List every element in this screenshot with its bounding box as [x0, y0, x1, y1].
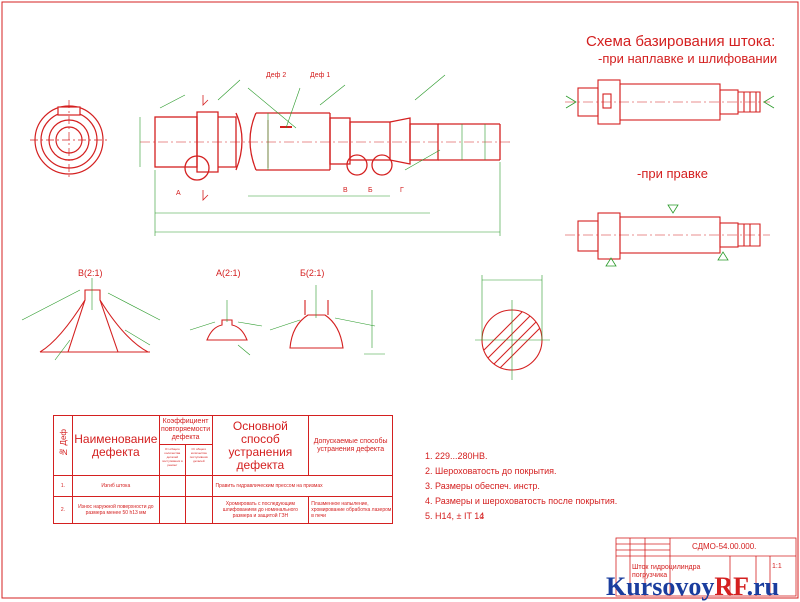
view-bb-label: Б(2:1)	[300, 268, 325, 278]
section-a-marker: А	[176, 190, 181, 197]
note-item: 5. Н14, ± IT 14	[425, 511, 485, 521]
col-allowed-methods: Допускаемые способы устранения дефекта	[308, 415, 393, 476]
table-row: 1. Изгиб штока Править гидравлическим пр…	[53, 475, 394, 497]
defect-1-label: Деф 1	[310, 72, 331, 79]
cross-section	[475, 275, 550, 380]
row-1-method: Править гидравлическим прессом на призма…	[211, 475, 394, 497]
detail-a-view	[206, 319, 248, 341]
row-1-num: 1.	[53, 475, 73, 497]
defects-table: № Деф Наименование дефекта Коэффициент п…	[53, 415, 394, 524]
scheme-view-2	[565, 212, 770, 260]
note-item: 4. Размеры и шероховатость после покрыти…	[425, 496, 618, 506]
detail-bb-view	[289, 300, 344, 349]
section-g-marker: Г	[400, 187, 404, 194]
section-b-marker: Б	[368, 187, 373, 194]
table-row: 2. Износ наружной поверхности до размера…	[53, 496, 393, 524]
note-item: 2. Шероховатость до покрытия.	[425, 466, 557, 476]
col-repeat-coefficient: Коэффициент повторяемости дефекта От общ…	[158, 415, 213, 476]
row-2-num: 2.	[53, 496, 73, 524]
row-2-allowed: Плазменное напыление, хромирование обраб…	[308, 496, 393, 524]
row-1-coef	[158, 475, 213, 497]
scheme-view-1	[565, 79, 770, 125]
row-2-method: Хромировать с последующим шлифованием до…	[211, 496, 310, 524]
section-v-marker: В	[343, 187, 348, 194]
row-2-name: Износ наружной поверхности до размера ме…	[72, 496, 160, 524]
title-block	[615, 537, 797, 597]
document-scale: 1:1	[772, 563, 782, 570]
scheme-view-2-supports	[605, 204, 729, 267]
scheme-view-1-supports	[565, 95, 775, 109]
end-view	[30, 100, 108, 180]
rod-main-view	[140, 95, 510, 201]
view-a-label: A(2:1)	[216, 268, 241, 278]
row-2-coef	[158, 496, 213, 524]
col-defect-name: Наименование дефекта	[72, 415, 160, 476]
scheme-title: Схема базирования штока:	[586, 33, 776, 50]
col-defect-number: № Деф	[53, 415, 73, 476]
site-watermark: KursovoyRF.ru	[606, 572, 780, 601]
scheme-subtitle-straightening: -при правке	[637, 166, 708, 181]
detail-b-view	[39, 289, 150, 353]
document-name: Шток гидроцилиндра погрузчика	[632, 564, 701, 579]
table-header-row: № Деф Наименование дефекта Коэффициент п…	[53, 415, 393, 476]
scheme-subtitle-welding: -при наплавке и шлифовании	[598, 51, 778, 66]
document-code: СДМО-54.00.000.	[692, 542, 757, 551]
note-item: 1. 229...280HB.	[425, 451, 488, 461]
defect-2-label: Деф 2	[266, 72, 287, 79]
note-item: 3. Размеры обеспеч. инстр.	[425, 481, 540, 491]
technical-notes: 1. 229...280HB. 2. Шероховатость до покр…	[425, 449, 617, 524]
view-b-label: B(2:1)	[78, 268, 103, 278]
rod-dimensions	[139, 74, 501, 236]
col-main-method: Основной способ устранения дефекта	[211, 415, 310, 476]
note-subscript: 2	[480, 514, 484, 521]
row-1-name: Изгиб штока	[72, 475, 160, 497]
